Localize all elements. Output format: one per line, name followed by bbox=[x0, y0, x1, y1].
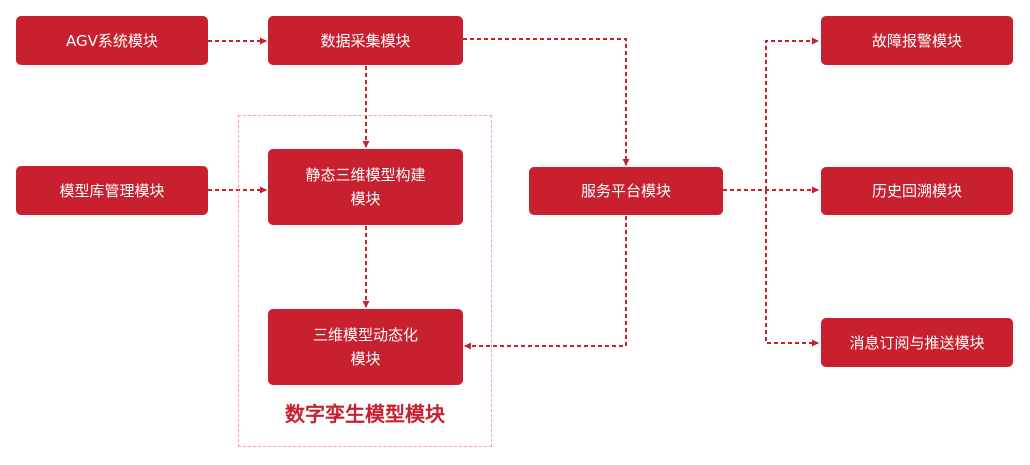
history-replay-module-label: 历史回溯模块 bbox=[871, 182, 962, 200]
dynamic-3d-model-module[interactable]: 三维模型动态化 模块 bbox=[268, 309, 463, 385]
model-library-module[interactable]: 模型库管理模块 bbox=[16, 166, 208, 215]
service-platform-module[interactable]: 服务平台模块 bbox=[529, 167, 723, 215]
arrow-service-to-dynamic bbox=[464, 216, 627, 350]
agv-system-module[interactable]: AGV系统模块 bbox=[16, 16, 208, 65]
dynamic-3d-model-label-line1: 三维模型动态化 bbox=[312, 326, 418, 344]
message-subscribe-push-module[interactable]: 消息订阅与推送模块 bbox=[821, 318, 1013, 367]
model-library-module-label: 模型库管理模块 bbox=[59, 181, 165, 200]
history-replay-module[interactable]: 历史回溯模块 bbox=[821, 167, 1013, 215]
dynamic-3d-model-label-line2: 模块 bbox=[350, 350, 381, 368]
digital-twin-group-title: 数字孪生模型模块 bbox=[285, 402, 445, 426]
data-collection-module-label: 数据采集模块 bbox=[320, 31, 411, 50]
digital-twin-group-border bbox=[238, 115, 492, 447]
static-3d-model-label-line2: 模块 bbox=[350, 190, 381, 208]
fault-alarm-module-label: 故障报警模块 bbox=[871, 31, 962, 50]
static-3d-model-label-line1: 静态三维模型构建 bbox=[305, 166, 426, 184]
data-collection-module[interactable]: 数据采集模块 bbox=[268, 16, 463, 65]
agv-system-module-label: AGV系统模块 bbox=[66, 31, 158, 50]
arrow-trunk-to-subscribe bbox=[765, 190, 819, 347]
fault-alarm-module[interactable]: 故障报警模块 bbox=[821, 16, 1013, 65]
static-3d-model-module[interactable]: 静态三维模型构建 模块 bbox=[268, 149, 463, 225]
arrow-trunk-to-fault bbox=[765, 37, 819, 190]
arrow-data-to-service bbox=[463, 38, 630, 166]
message-subscribe-push-module-label: 消息订阅与推送模块 bbox=[849, 333, 985, 352]
service-platform-module-label: 服务平台模块 bbox=[580, 182, 671, 200]
